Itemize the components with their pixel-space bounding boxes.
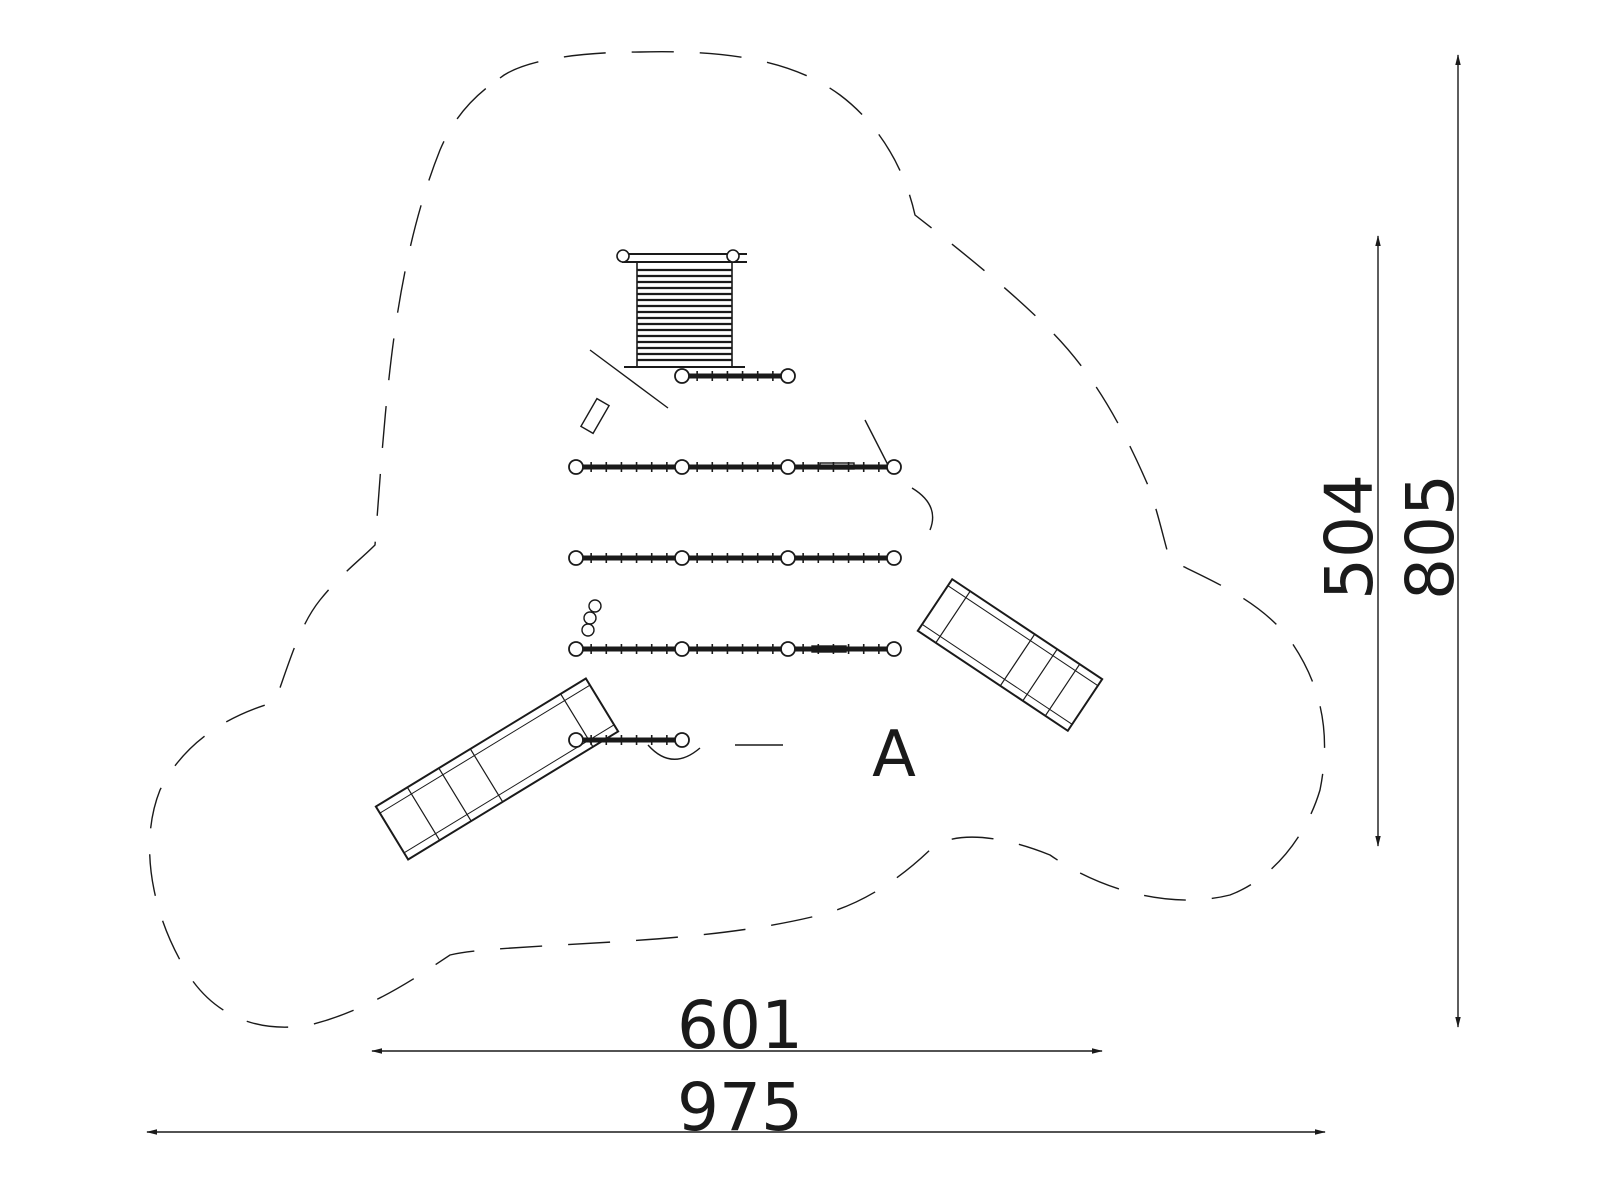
frame-node-4: [780, 459, 796, 475]
slide-right-edge-b: [947, 585, 1099, 687]
slide-right-segment-3: [1044, 663, 1081, 717]
handle-left-3: [581, 623, 595, 637]
arc-bottom: [647, 744, 701, 760]
frame-node-11: [674, 641, 690, 657]
frame-accessories: [579, 349, 934, 760]
frame-node-5: [886, 459, 902, 475]
slide-left-outline: [374, 677, 620, 861]
slide-right-segment-2: [1022, 648, 1058, 702]
ladder-post-right: [726, 249, 740, 263]
slide-right-outline: [916, 577, 1104, 733]
slide-left: [374, 677, 620, 861]
frame-node-0: [674, 368, 690, 384]
frame-node-3: [674, 459, 690, 475]
frame-node-7: [674, 550, 690, 566]
slide-right: [916, 577, 1104, 733]
slide-right-segment-1: [999, 633, 1036, 687]
rope-top-left: [589, 349, 669, 409]
slide-right-segment-0: [935, 590, 971, 644]
slide-left-segment-1: [469, 748, 504, 803]
ladder-post-left: [616, 249, 630, 263]
climbing-frame: [568, 368, 902, 748]
frame-node-12: [780, 641, 796, 657]
handle-left-2: [588, 599, 602, 613]
dimension-label-601: 601: [677, 987, 803, 1064]
slide-left-segment-3: [406, 787, 441, 841]
frame-node-9: [886, 550, 902, 566]
dimension-lines: [146, 54, 1461, 1135]
frame-node-13: [886, 641, 902, 657]
safety-zone-outline: [148, 51, 1326, 1028]
frame-node-1: [780, 368, 796, 384]
panel-left: [579, 397, 611, 435]
panel-right-top: [819, 462, 855, 470]
arc-right: [911, 487, 934, 531]
zone-label-a: A: [872, 718, 916, 792]
frame-node-15: [674, 732, 690, 748]
slide-right-edge-a: [921, 623, 1073, 725]
slide-left-edge-b: [403, 724, 615, 854]
slide-left-edge-a: [379, 684, 591, 814]
slide-left-segment-0: [560, 693, 594, 748]
ladder-top: [616, 249, 747, 368]
frame-node-14: [568, 732, 584, 748]
frame-node-2: [568, 459, 584, 475]
panel-right-bottom: [811, 645, 847, 653]
dimension-label-975: 975: [677, 1069, 803, 1146]
handle-left-1: [583, 611, 597, 625]
rope-right: [864, 419, 889, 466]
frame-node-10: [568, 641, 584, 657]
dimension-label-805: 805: [1392, 474, 1469, 600]
slide-left-segment-2: [438, 767, 472, 822]
frame-node-8: [780, 550, 796, 566]
dimension-label-504: 504: [1311, 474, 1388, 600]
frame-node-6: [568, 550, 584, 566]
